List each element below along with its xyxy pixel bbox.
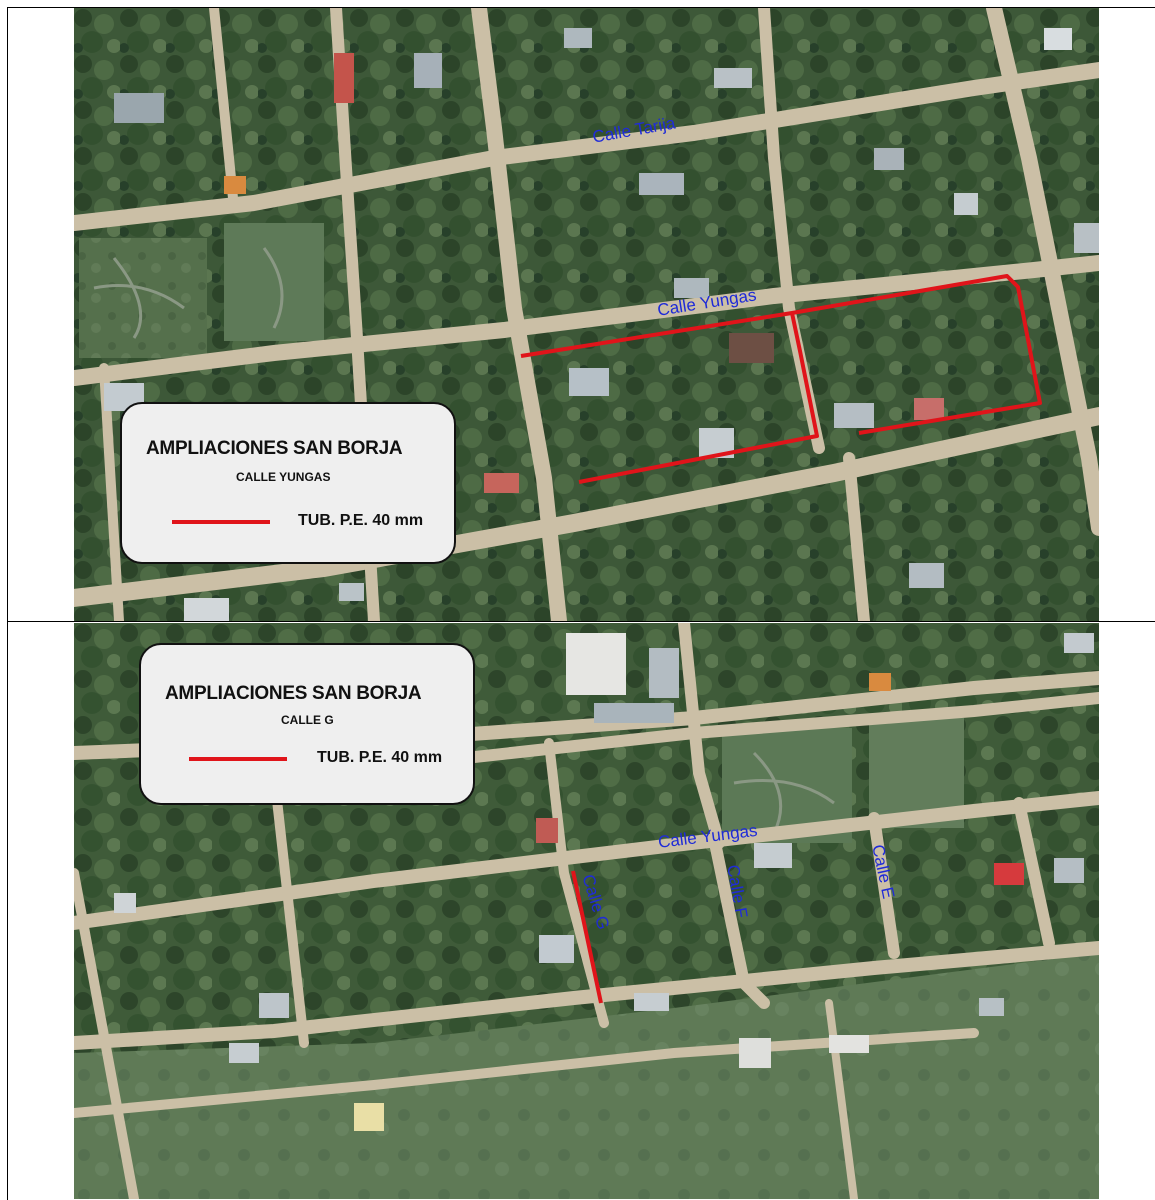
legend-pipe-swatch (172, 520, 270, 524)
pipe-line-calle-g (571, 870, 603, 1004)
legend-subtitle: CALLE G (281, 713, 334, 727)
map-legend: AMPLIACIONES SAN BORJA CALLE G TUB. P.E.… (139, 643, 475, 805)
legend-item-label: TUB. P.E. 40 mm (317, 749, 443, 766)
satellite-map-calle-yungas[interactable]: Calle Tarija Calle Yungas AMPLIACIONES S… (74, 8, 1099, 621)
satellite-imagery (74, 8, 1099, 621)
pipe-line-block (578, 312, 819, 484)
pipe-route (520, 274, 1042, 484)
legend-pipe-swatch (189, 757, 287, 761)
satellite-imagery (74, 623, 1099, 1199)
page-frame (7, 7, 1155, 1200)
legend-item-label: TUB. P.E. 40 mm (298, 512, 424, 529)
map-legend: AMPLIACIONES SAN BORJA CALLE YUNGAS TUB.… (120, 402, 456, 564)
satellite-map-calle-g[interactable]: Calle Yungas Calle G Calle F Calle E AMP… (74, 623, 1099, 1199)
legend-title: AMPLIACIONES SAN BORJA (146, 438, 403, 459)
pipe-line-yungas (520, 274, 1042, 435)
legend-title: AMPLIACIONES SAN BORJA (165, 683, 422, 704)
panel-divider (7, 621, 1155, 622)
legend-subtitle: CALLE YUNGAS (236, 470, 331, 484)
